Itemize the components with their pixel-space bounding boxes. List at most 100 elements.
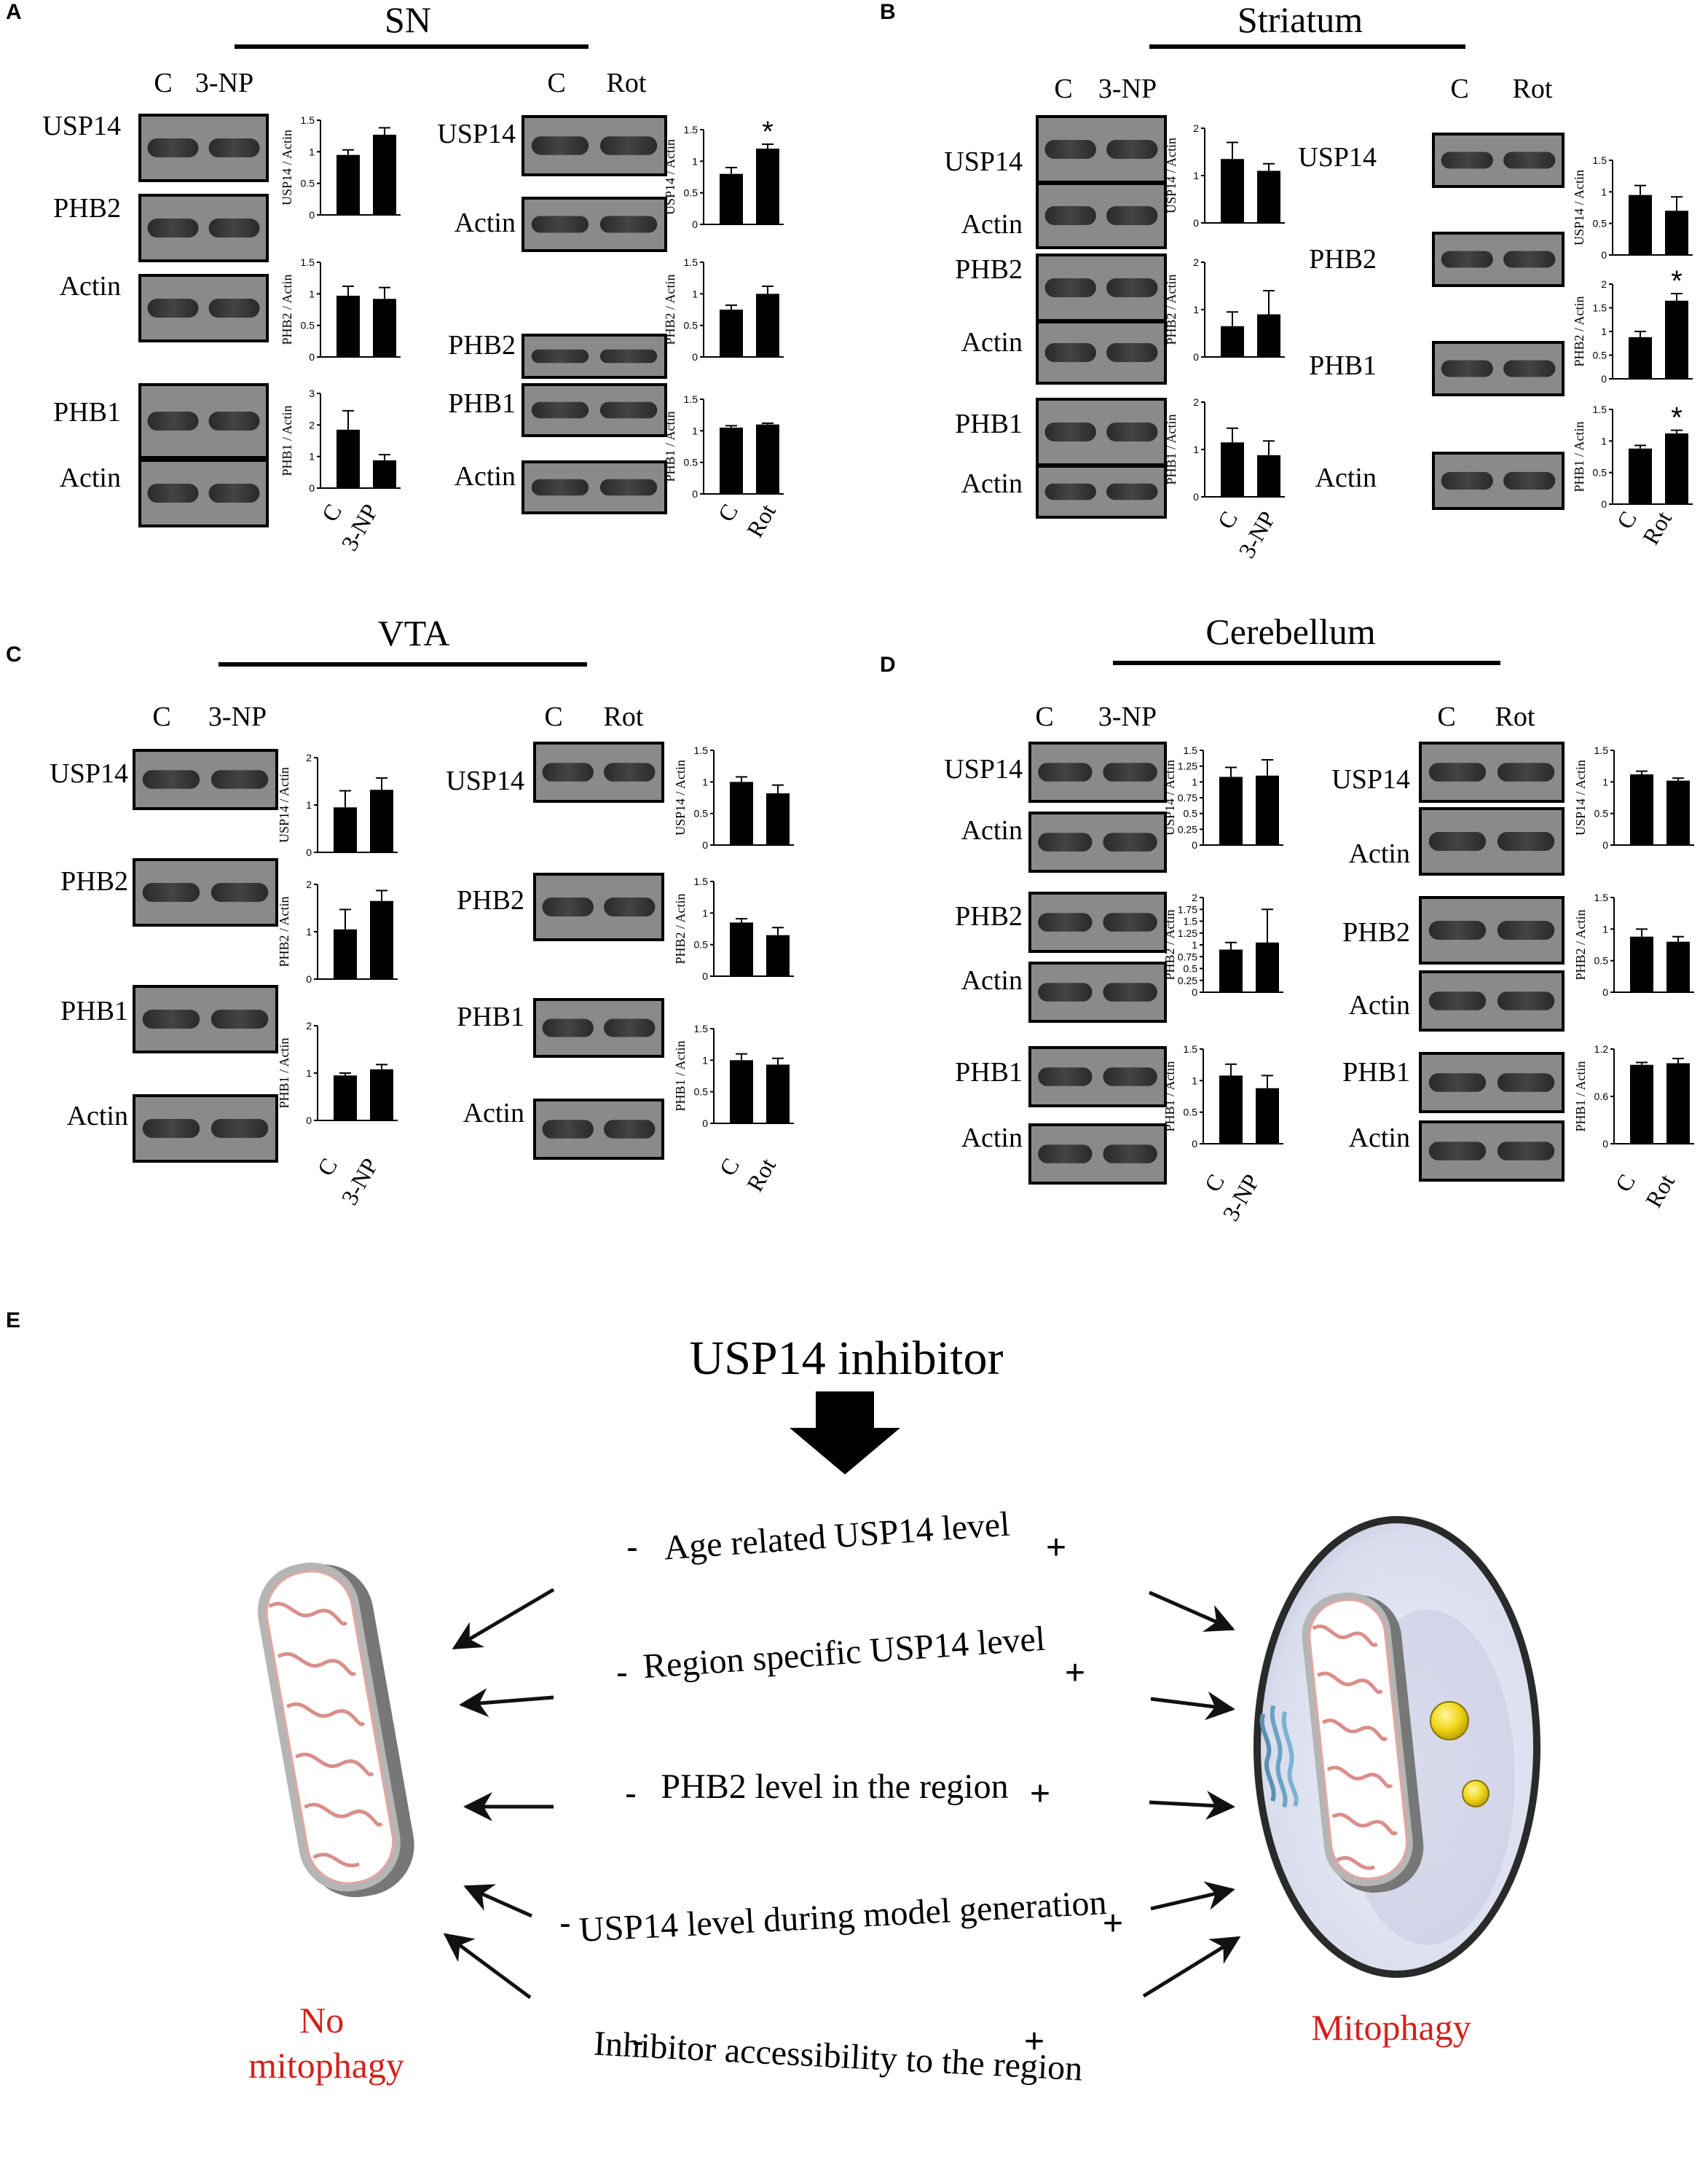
blot-label: PHB2 xyxy=(955,901,1023,932)
panel-b-letter: B xyxy=(880,0,896,24)
minus-sign: - xyxy=(632,2022,644,2061)
blot-label: Actin xyxy=(961,815,1023,846)
y-tick-label: 0.5 xyxy=(684,187,698,199)
blot-actin xyxy=(1028,812,1167,873)
minus-sign: - xyxy=(616,1654,628,1692)
bar xyxy=(370,790,393,852)
y-tick-label: 0 xyxy=(692,351,698,363)
x-tick-label: C xyxy=(1610,1170,1640,1196)
bar xyxy=(766,935,790,976)
y-tick-label: 0 xyxy=(1602,839,1608,851)
blot-label: Actin xyxy=(961,209,1023,240)
y-axis-label: PHB1 / Actin xyxy=(1164,414,1178,484)
lane-label-control: C xyxy=(544,702,562,732)
y-tick-label: 1.5 xyxy=(1594,745,1609,756)
blot-phb2 xyxy=(133,858,278,927)
y-tick-label: 0 xyxy=(1602,986,1608,998)
bar xyxy=(337,295,360,357)
y-tick-label: 0 xyxy=(692,488,698,500)
x-tick-label: Rot xyxy=(1640,1169,1680,1211)
lane-label-treated: Rot xyxy=(1495,702,1535,732)
arrow-icon xyxy=(1149,1791,1235,1821)
bar xyxy=(334,807,357,852)
y-tick-label: 1 xyxy=(702,907,708,919)
bar xyxy=(1630,1064,1653,1144)
panel-d-letter: D xyxy=(880,653,896,677)
x-tick-label: C xyxy=(316,500,347,526)
x-tick-label: C xyxy=(714,1154,744,1180)
blot-usp14 xyxy=(533,742,664,803)
bar xyxy=(373,460,396,488)
y-tick-label: 1.5 xyxy=(1184,916,1198,927)
bar xyxy=(730,922,753,976)
y-axis-label: USP14 / Actin xyxy=(663,139,677,215)
blot-usp14 xyxy=(138,114,269,182)
down-arrow-icon xyxy=(790,1391,900,1474)
blot-label: Actin xyxy=(961,1123,1023,1153)
blot-label: USP14 xyxy=(42,111,121,141)
plus-sign: + xyxy=(1065,1654,1085,1692)
y-tick-label: 0 xyxy=(1192,839,1197,851)
y-tick-label: 0.5 xyxy=(694,939,709,951)
y-tick-label: 0 xyxy=(1601,373,1607,385)
no-mitophagy-label: No mitophagy xyxy=(248,2000,404,2086)
y-tick-label: 0.5 xyxy=(1184,1107,1198,1118)
x-tick-label: C xyxy=(1611,507,1642,533)
lane-label-treated: 3-NP xyxy=(1098,74,1157,104)
y-tick-label: 0.6 xyxy=(1594,1091,1609,1102)
y-axis-label: PHB2 / Actin xyxy=(1572,296,1586,366)
blot-actin xyxy=(133,1094,278,1163)
arrow-icon xyxy=(1150,1881,1235,1911)
blot-label: PHB2 xyxy=(457,885,524,916)
plus-sign: + xyxy=(1103,1904,1123,1943)
lane-label-control: C xyxy=(1437,702,1455,732)
significance-star: * xyxy=(1671,265,1683,297)
y-axis-label: PHB2 / Actin xyxy=(1162,909,1177,980)
x-tick-label: Rot xyxy=(741,499,781,541)
blot-label: USP14 xyxy=(1331,764,1410,795)
y-tick-label: 2 xyxy=(309,419,315,431)
plus-sign: + xyxy=(1046,1528,1066,1567)
y-tick-label: 1.75 xyxy=(1178,903,1197,915)
bar xyxy=(337,154,360,215)
blot-label: Actin xyxy=(1315,463,1377,493)
y-axis-label: USP14 / Actin xyxy=(277,767,291,843)
y-tick-label: 0.75 xyxy=(1178,792,1197,804)
bar xyxy=(334,1075,357,1120)
y-axis-label: PHB2 / Actin xyxy=(663,274,677,345)
y-tick-label: 1 xyxy=(692,288,698,299)
y-tick-label: 1.5 xyxy=(1593,302,1607,314)
y-tick-label: 0.75 xyxy=(1178,951,1197,962)
blot-label: PHB1 xyxy=(1342,1057,1410,1088)
arrow-icon xyxy=(1142,1936,1241,1998)
plus-sign: + xyxy=(1030,1775,1050,1813)
y-tick-label: 1 xyxy=(309,288,315,299)
bar xyxy=(1257,455,1280,497)
y-axis-label: PHB1 / Actin xyxy=(1572,421,1586,492)
significance-star: * xyxy=(1671,402,1683,434)
bar xyxy=(1256,775,1279,845)
blot-label: Actin xyxy=(463,1098,524,1128)
y-tick-label: 0 xyxy=(306,847,312,858)
blot-usp14 xyxy=(1028,742,1167,803)
lane-label-control: C xyxy=(154,68,172,98)
factor-label: PHB2 level in the region xyxy=(661,1767,1008,1806)
lane-label-treated: Rot xyxy=(607,68,647,98)
blot-label: PHB2 xyxy=(1342,917,1410,948)
blot-phb1 xyxy=(1028,1046,1167,1107)
y-tick-label: 2 xyxy=(1193,122,1199,134)
blot-usp14 xyxy=(133,749,278,810)
blot-label: Actin xyxy=(454,461,516,492)
blot-label: Actin xyxy=(961,327,1023,358)
y-tick-label: 1 xyxy=(1192,1075,1197,1086)
lane-label-control: C xyxy=(1450,74,1468,104)
blot-actin xyxy=(1036,465,1167,519)
blot-phb2 xyxy=(533,873,664,941)
x-tick-label: C xyxy=(1199,1170,1229,1196)
